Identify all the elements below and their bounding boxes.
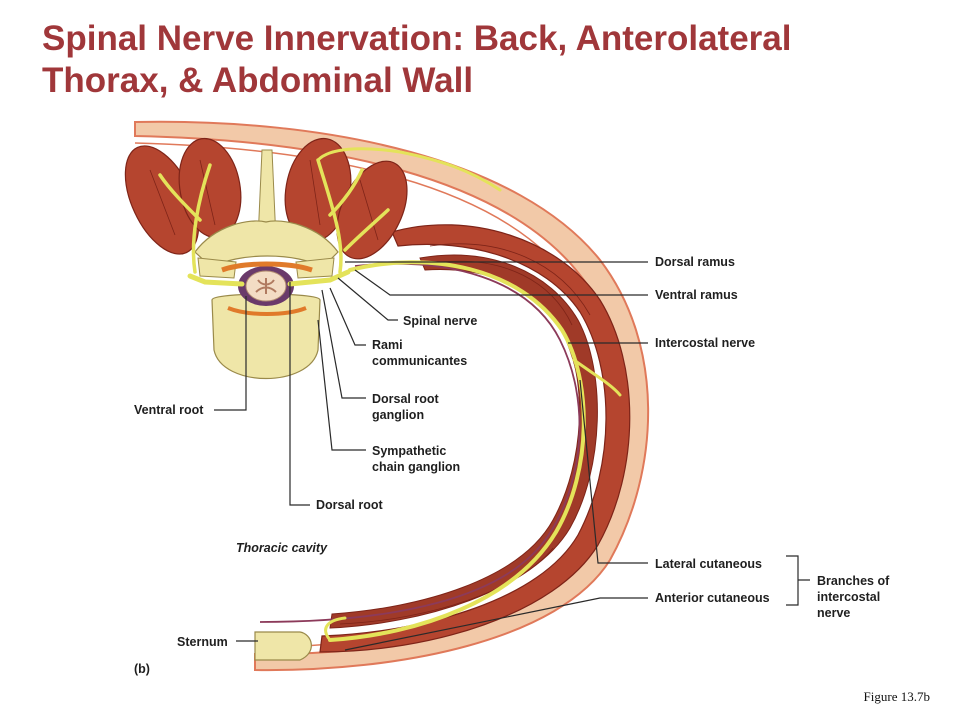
leader-anterior-cutaneous (344, 597, 648, 651)
leader-spinal-nerve (337, 277, 398, 321)
spinal-cord (221, 261, 313, 316)
lateral-cutaneous-branch (572, 358, 622, 397)
label-anterior-cutaneous: Anterior cutaneous (655, 591, 770, 605)
leader-dorsal-root-ganglion (321, 289, 366, 399)
leader-sympathetic-chain (317, 319, 366, 451)
epidural-fat-lower (227, 306, 307, 316)
right-spinal-nerve (287, 269, 351, 287)
label-panel-b: (b) (134, 662, 150, 676)
page-title: Spinal Nerve Innervation: Back, Anterola… (42, 18, 922, 102)
label-branches-1: Branches of (817, 574, 890, 588)
intercostal-nerve-path (328, 260, 586, 642)
vertebral-arch (194, 220, 339, 269)
label-drg-2: ganglion (372, 408, 424, 422)
leader-ventral-root (214, 296, 247, 411)
figure-caption: Figure 13.7b (863, 689, 930, 704)
pleura (259, 262, 581, 623)
dorsal-ramus-left (158, 163, 212, 274)
label-ventral-root: Ventral root (134, 403, 204, 417)
label-ventral-ramus: Ventral ramus (655, 288, 738, 302)
cutaneous-back-branch (316, 147, 502, 192)
external-intercostal (319, 224, 631, 653)
leader-ventral-ramus (354, 269, 648, 296)
title-line-2: Thorax, & Abdominal Wall (42, 61, 474, 100)
dorsal-ramus-right (316, 158, 390, 274)
vertebra (194, 149, 339, 379)
anterior-cutaneous-branch (324, 616, 347, 642)
leader-dorsal-root (289, 282, 310, 506)
label-thoracic-cavity: Thoracic cavity (236, 541, 328, 555)
transverse-process-left (197, 257, 237, 279)
label-dorsal-root: Dorsal root (316, 498, 384, 512)
nerves (158, 147, 622, 642)
label-drg-1: Dorsal root (372, 392, 440, 406)
skin-layer (134, 120, 650, 672)
rib-muscle-striation (339, 243, 591, 625)
label-sympathetic-2: chain ganglion (372, 460, 460, 474)
label-rami-1: Rami (372, 338, 403, 352)
leader-rami-communicantes (329, 287, 366, 346)
back-muscle-striations (149, 159, 379, 241)
epidural-fat (221, 261, 313, 273)
vertebral-body (211, 293, 321, 379)
cord-gray-matter (255, 278, 277, 294)
label-intercostal-nerve: Intercostal nerve (655, 336, 755, 350)
label-dorsal-ramus: Dorsal ramus (655, 255, 735, 269)
label-rami-2: communicantes (372, 354, 467, 368)
branches-bracket (786, 555, 810, 606)
leader-lines (214, 261, 810, 651)
labels: Dorsal ramus Ventral ramus Spinal nerve … (134, 255, 890, 676)
leader-lateral-cutaneous (579, 379, 648, 564)
sternum-bone (254, 631, 312, 661)
title-line-1: Spinal Nerve Innervation: Back, Anterola… (42, 19, 792, 58)
label-spinal-nerve: Spinal nerve (403, 314, 477, 328)
transverse-process-right (295, 257, 335, 279)
label-branches-3: nerve (817, 606, 850, 620)
label-sternum: Sternum (177, 635, 228, 649)
label-lateral-cutaneous: Lateral cutaneous (655, 557, 762, 571)
left-spinal-nerve (187, 273, 245, 287)
sternum-shape (254, 631, 312, 661)
label-sympathetic-1: Sympathetic (372, 444, 446, 458)
label-branches-2: intercostal (817, 590, 880, 604)
